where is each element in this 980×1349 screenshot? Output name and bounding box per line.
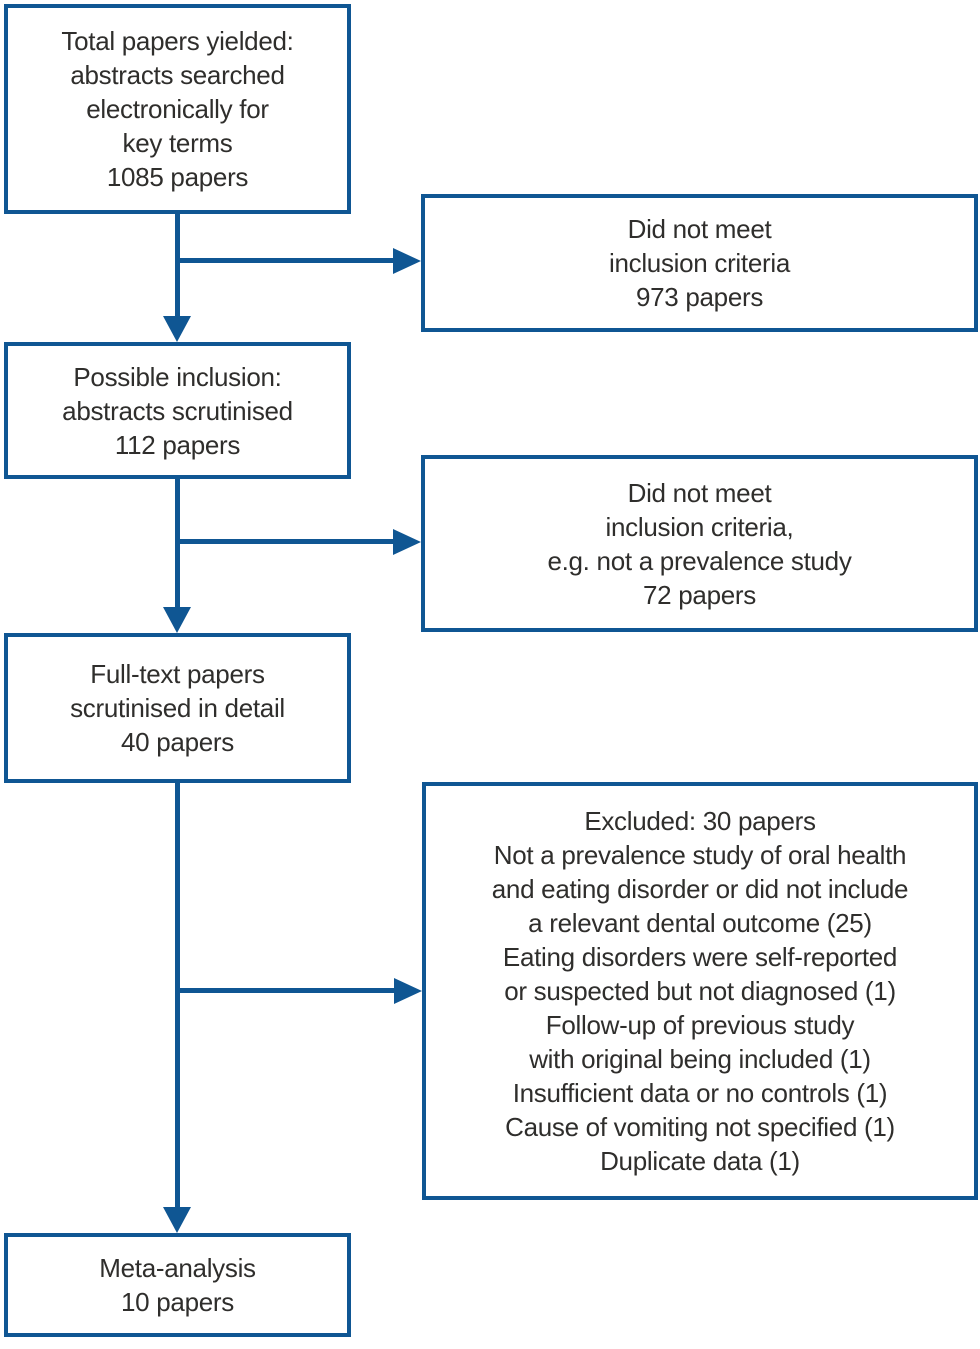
arrow-line-possible-to-fulltext (175, 479, 180, 609)
flow-box-possible-inclusion: Possible inclusion: abstracts scrutinise… (4, 342, 351, 479)
flow-box-text-line: Not a prevalence study of oral health (493, 840, 907, 870)
flow-box-text-line: Possible inclusion: (73, 361, 282, 392)
flow-box-did-not-meet-criteria-1: Did not meet inclusion criteria 973 pape… (421, 194, 978, 332)
flow-box-text-line: with original being included (1) (529, 1044, 871, 1074)
arrow-line-to-excluded-3 (177, 988, 396, 993)
flow-box-text-line: and eating disorder or did not include (491, 874, 909, 904)
flow-box-text-line: electronically for (86, 94, 269, 124)
arrow-head-right-icon (394, 978, 422, 1004)
flow-box-text-line: Insufficient data or no controls (1) (512, 1078, 888, 1108)
arrow-head-down-icon (163, 607, 191, 633)
flow-box-excluded-30-papers: Excluded: 30 papers Not a prevalence stu… (422, 782, 978, 1200)
arrow-line-total-to-possible (175, 214, 180, 318)
flow-box-text-line: Did not meet (627, 477, 772, 508)
flow-box-text-line: scrutinised in detail (70, 693, 285, 723)
flow-box-text-line: key terms (122, 128, 233, 158)
flow-box-text-line: abstracts searched (70, 60, 285, 90)
flow-box-text-line: e.g. not a prevalence study (547, 545, 852, 576)
flow-box-text-line: inclusion criteria, (605, 511, 794, 542)
arrow-head-right-icon (393, 248, 421, 274)
arrow-line-to-excluded-1 (177, 258, 395, 263)
flow-box-full-text-papers: Full-text papers scrutinised in detail 4… (4, 633, 351, 783)
flow-box-did-not-meet-criteria-2: Did not meet inclusion criteria, e.g. no… (421, 455, 978, 632)
flow-box-text-line: or suspected but not diagnosed (1) (504, 976, 896, 1006)
flow-box-text-line: Excluded: 30 papers (584, 806, 816, 836)
flow-box-text-line: 72 papers (643, 579, 756, 610)
flow-box-text-line: abstracts scrutinised (62, 395, 293, 426)
arrow-head-down-icon (163, 1207, 191, 1233)
flow-box-text-line: Did not meet (627, 214, 772, 244)
flow-box-text-line: inclusion criteria (608, 248, 790, 278)
arrow-head-right-icon (393, 529, 421, 555)
flow-box-total-papers: Total papers yielded: abstracts searched… (4, 4, 351, 214)
flow-box-text-line: 40 papers (121, 727, 234, 757)
flow-box-text-line: 973 papers (635, 282, 764, 312)
flow-box-text-line: Full-text papers (90, 659, 265, 689)
flow-box-text-line: 112 papers (114, 429, 241, 460)
flow-box-meta-analysis: Meta-analysis 10 papers (4, 1233, 351, 1337)
flow-box-text-line: a relevant dental outcome (25) (528, 908, 872, 938)
flow-box-text-line: Cause of vomiting not specified (1) (505, 1112, 895, 1142)
arrow-line-fulltext-to-meta (175, 783, 180, 1209)
flow-box-text-line: Duplicate data (1) (600, 1146, 800, 1176)
flow-box-text-line: Total papers yielded: (61, 26, 294, 56)
arrow-head-down-icon (163, 316, 191, 342)
flow-box-text-line: Follow-up of previous study (545, 1010, 855, 1040)
flow-box-text-line: Meta-analysis (99, 1253, 256, 1283)
flow-box-text-line: 10 papers (121, 1287, 234, 1317)
arrow-line-to-excluded-2 (177, 539, 395, 544)
flow-box-text-line: Eating disorders were self-reported (502, 942, 898, 972)
flow-box-text-line: 1085 papers (106, 162, 249, 192)
